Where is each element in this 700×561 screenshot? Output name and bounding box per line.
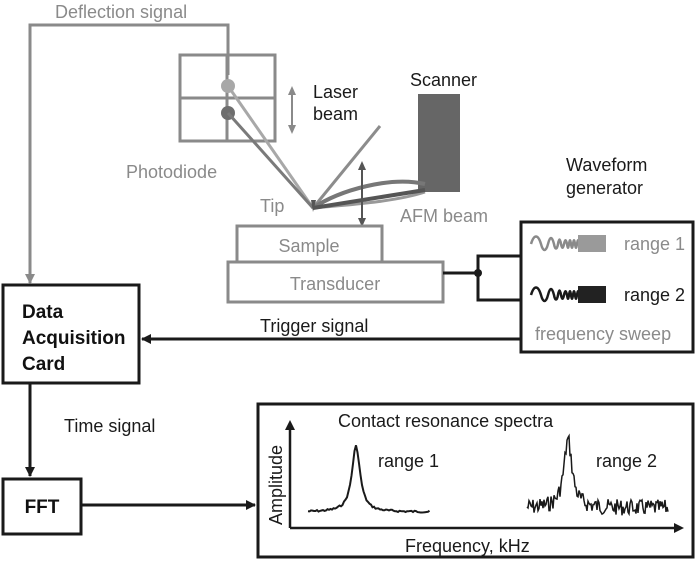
laser-beam-label-line2: beam	[313, 104, 358, 124]
waveform-generator-box	[519, 220, 695, 354]
scanner-label: Scanner	[410, 70, 477, 90]
transducer-box	[226, 260, 445, 304]
generator-range2-label: range 2	[624, 285, 685, 305]
spectra-axes	[285, 420, 684, 533]
photodiode-motion-arrow	[288, 86, 296, 134]
sweep-range1-icon	[529, 235, 581, 252]
generator-range1-label: range 1	[624, 234, 685, 254]
spectrum-peak-range2	[526, 433, 669, 517]
daq-label-line1: Data	[22, 302, 64, 323]
afm-cantilever	[311, 179, 426, 212]
frequency-axis-label: Frequency, kHz	[405, 536, 530, 556]
sample-box	[235, 224, 384, 264]
daq-label-line3: Card	[22, 354, 65, 375]
spectra-panel	[256, 402, 695, 559]
trigger-signal-label: Trigger signal	[260, 316, 368, 336]
daq-label-line2: Acquisition	[22, 328, 125, 349]
generator-wire	[443, 254, 521, 302]
waveform-generator-label-line1: Waveform	[566, 155, 647, 175]
scanner-block	[418, 94, 460, 192]
amplitude-axis-label: Amplitude	[266, 445, 286, 525]
time-signal-label: Time signal	[64, 416, 155, 436]
fft-label: FFT	[25, 497, 60, 518]
spectra-range2-label: range 2	[596, 451, 657, 471]
spectrum-peak-range1	[307, 445, 431, 514]
laser-beams	[226, 85, 382, 210]
frequency-sweep-label: frequency sweep	[535, 324, 671, 344]
photodiode-label: Photodiode	[126, 162, 217, 182]
sweep-range2-icon	[529, 286, 581, 303]
sweep-range2-fill	[578, 286, 606, 303]
deflection-signal-line	[25, 23, 230, 284]
spectra-title: Contact resonance spectra	[338, 411, 554, 431]
spectra-range1-label: range 1	[378, 451, 439, 471]
deflection-signal-label: Deflection signal	[55, 2, 187, 22]
afm-beam-label: AFM beam	[400, 206, 488, 226]
transducer-label: Transducer	[290, 274, 380, 294]
fft-box	[1, 477, 83, 536]
sweep-range1-fill	[578, 235, 606, 252]
photodiode	[178, 53, 277, 143]
waveform-generator-label-line2: generator	[566, 178, 643, 198]
beam-motion-arrow	[358, 161, 366, 227]
laser-beam-label-line1: Laser	[313, 82, 358, 102]
tip-label: Tip	[260, 196, 284, 216]
daq-box	[1, 283, 141, 385]
sample-label: Sample	[278, 236, 339, 256]
